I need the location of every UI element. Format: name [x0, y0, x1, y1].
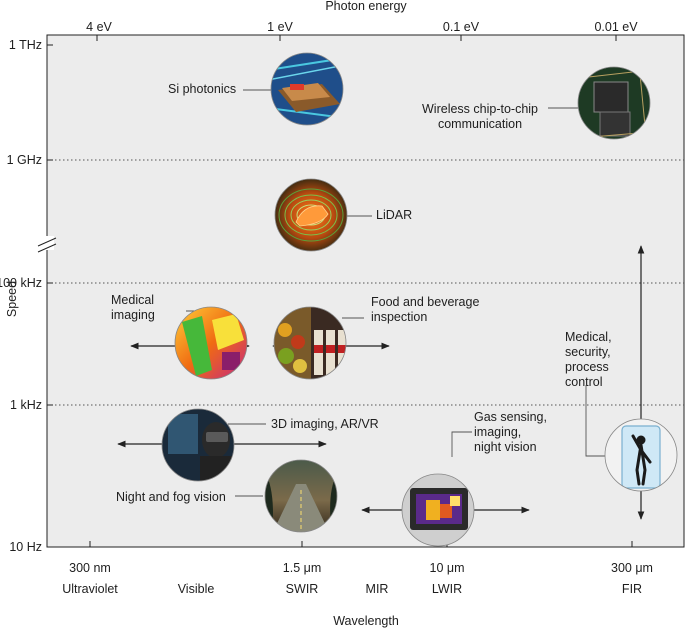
band-label: LWIR [431, 582, 463, 596]
top-axis-title: Photon energy [325, 0, 407, 13]
bottom-tick-label: 300 μm [611, 561, 653, 575]
top-tick-label: 0.01 eV [594, 20, 638, 34]
label-si-photonics: Si photonics [168, 82, 237, 96]
band-label: FIR [621, 582, 643, 596]
label-lidar: LiDAR [376, 208, 413, 222]
medical-imaging-image [175, 307, 247, 379]
band-label: MIR [365, 582, 389, 596]
top-tick-label: 1 eV [267, 20, 293, 34]
axis-break-mark [37, 237, 57, 247]
bottom-axis-title: Wavelength [333, 614, 399, 628]
top-tick-label: 4 eV [86, 20, 112, 34]
band-label: Visible [177, 582, 215, 596]
fir-scanner-image [605, 419, 677, 491]
lidar-image [275, 179, 347, 251]
label-wireless: Wireless chip-to-chip communication [422, 102, 539, 131]
band-label: SWIR [285, 582, 319, 596]
gas-sensing-image [402, 474, 474, 546]
top-ticks [96, 35, 617, 41]
bottom-tick-label: 300 nm [69, 561, 111, 575]
label-night-fog: Night and fog vision [116, 490, 226, 504]
bottom-tick-label: 10 μm [429, 561, 465, 575]
top-tick-label: 0.1 eV [442, 20, 480, 34]
label-food-inspection: Food and beverage inspection [371, 295, 480, 324]
wireless-chip-image [578, 67, 650, 139]
label-medical-security: Medical, security, process control [565, 330, 612, 389]
left-tick-label: 1 kHz [10, 398, 42, 412]
band-label: Ultraviolet [62, 582, 118, 596]
bottom-tick-label: 1.5 μm [282, 561, 322, 575]
left-tick-label: 100 kHz [0, 276, 42, 290]
left-tick-label: 1 GHz [6, 153, 42, 167]
left-ticks [47, 44, 53, 548]
3d-imaging-image [162, 409, 234, 481]
label-gas-sensing: Gas sensing, imaging, night vision [474, 410, 547, 454]
label-3d-imaging: 3D imaging, AR/VR [271, 417, 379, 431]
left-tick-label: 1 THz [8, 38, 42, 52]
axis-break-mark [37, 243, 57, 253]
plot-area [46, 34, 685, 548]
left-tick-label: 10 Hz [9, 540, 42, 554]
label-medical-imaging: Medical imaging [111, 293, 155, 322]
